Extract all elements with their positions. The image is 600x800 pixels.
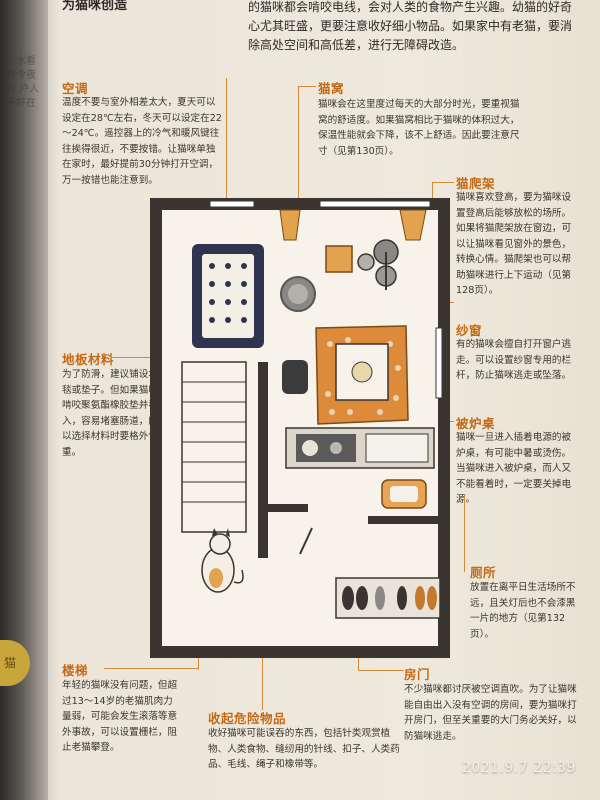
space-heater [282, 360, 308, 394]
annotation-body-door: 不少猫咪都讨厌被空调直吹。为了让猫咪能自由出入没有空调的房间，要为猫咪打开房门，… [404, 684, 577, 742]
leader-toilet [464, 495, 465, 572]
interior-wall-short [268, 504, 308, 512]
burner-left [302, 440, 318, 456]
shoes [342, 586, 437, 610]
page-tab: 猫 [0, 640, 30, 686]
curtain-right [399, 209, 427, 241]
intro-paragraph: 的猫咪都会啃咬电线，会对人类的食物产生兴趣。幼猫的好奇心尤其旺盛，更要注意收好细… [248, 0, 573, 52]
cat-figure [201, 528, 244, 593]
annotation-body-tower: 猫咪喜欢登高，要为猫咪设置登高后能够放松的场所。如果将猫爬架放在窗边，可以让猫咪… [456, 192, 572, 296]
leader-tower-h [432, 182, 454, 183]
annotation-body-stairs: 年轻的猫咪没有问题，但超过13～14岁的老猫肌肉力量弱，可能会发生滚落等意外事故… [62, 680, 178, 753]
annotation-body-kotatsu: 猫咪一旦进入插着电源的被炉桌，有可能中暑或烫伤。当猫咪进入被炉桌，而人又不能看着… [456, 432, 572, 505]
leader-aircon [226, 78, 227, 210]
window-top-right [319, 200, 431, 208]
annotation-body-floor: 为了防滑，建议铺设地毯或垫子。但如果猫咪啃咬聚氨酯橡胶垫并吞入，容易堵塞肠道，所… [62, 369, 158, 458]
curtain-left [279, 209, 301, 241]
left-page-text: 小水看到今夜的 户人不好在 [6, 56, 40, 109]
door-swing [299, 527, 313, 555]
section-heading: 为猫咪创造 [62, 0, 128, 13]
left-page: 小水看到今夜的 户人不好在 猫 [0, 0, 48, 800]
leader-bed [298, 86, 299, 281]
screen-window [435, 327, 443, 399]
fruit-bowl [351, 361, 373, 383]
annotation-title-bed: 猫窝 [318, 81, 345, 96]
annotation-title-stairs: 楼梯 [62, 663, 89, 678]
annotation-body-bed: 猫咪会在这里度过每天的大部分时光，要重视猫窝的舒适度。如果猫窝相比于猫咪的体积过… [318, 99, 520, 157]
annotation-title-floor: 地板材料 [62, 352, 115, 367]
annotation-title-door: 房门 [404, 667, 431, 682]
leader-door-h [358, 670, 404, 671]
annotation-body-screen: 有的猫咪会擅自打开窗户逃走。可以设置纱窗专用的栏杆，防止猫咪逃走或坠落。 [456, 339, 572, 381]
floor-cushion [325, 245, 353, 273]
cat-bed-mat-inner [202, 254, 254, 338]
annotation-title-aircon: 空调 [62, 81, 89, 96]
round-cat-bed-inner [288, 284, 308, 304]
mat-pattern [209, 263, 247, 323]
annotation-title-screen: 纱窗 [456, 323, 483, 338]
annotation-body-hazards: 收好猫咪可能误吞的东西，包括针类观赏植物、人类食物、缝纫用的针线、扣子、人类药品… [208, 728, 400, 770]
leader-stairs-h [104, 668, 198, 669]
interior-wall [258, 362, 268, 558]
litter-box-inner [390, 486, 418, 502]
leader-bed-h [298, 86, 316, 87]
window-top-left [209, 200, 255, 208]
annotation-body-toilet: 放置在离平日生活场所不远，且关灯后也不会漆黑一片的地方（见第132页）。 [470, 582, 576, 640]
cat-tower [357, 239, 399, 290]
staircase [181, 361, 247, 533]
annotation-title-kotatsu: 被炉桌 [456, 416, 496, 431]
photo-timestamp: 2021.9.7 22:39 [461, 760, 576, 776]
annotation-title-hazards: 收起危险物品 [208, 711, 287, 726]
annotation-title-tower: 猫爬架 [456, 176, 496, 191]
burner-right [330, 442, 342, 454]
page-tab-label: 猫 [4, 656, 17, 670]
floor-plan-illustration [150, 198, 450, 658]
sink [365, 433, 429, 463]
annotation-body-aircon: 温度不要与室外相差太大，夏天可以设定在28℃左右，冬天可以设定在22～24℃。遥… [62, 97, 222, 186]
hall-wall [368, 516, 444, 524]
annotation-title-toilet: 厕所 [470, 565, 497, 580]
